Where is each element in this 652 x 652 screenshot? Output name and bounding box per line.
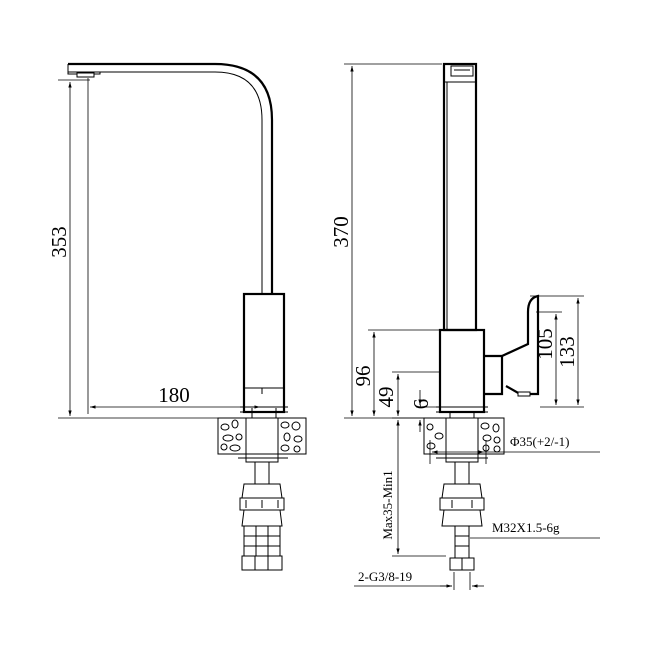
side-deck — [423, 417, 505, 463]
dim-side-96: 96 — [351, 366, 375, 387]
dim-thread: M32X1.5-6g — [492, 520, 560, 535]
side-spout — [442, 62, 478, 332]
dim-front-height: 353 — [47, 226, 71, 258]
front-deck — [217, 417, 307, 463]
dim-side-6: 6 — [409, 399, 433, 410]
dim-front-reach: 180 — [158, 383, 190, 407]
dim-side-105: 105 — [533, 328, 557, 360]
dim-side-49: 49 — [374, 387, 398, 408]
side-dimensions: 370 96 49 6 105 133 — [329, 63, 600, 590]
side-body — [436, 328, 488, 418]
dim-hole-diameter: Φ35(+2/-1) — [510, 434, 569, 449]
front-spout — [67, 62, 274, 294]
side-hoses — [439, 461, 485, 571]
dim-hoses: 2-G3/8-19 — [358, 569, 412, 584]
side-view: 370 96 49 6 105 133 — [329, 62, 600, 590]
front-dimensions: 353 180 — [47, 78, 260, 419]
side-handle — [484, 294, 540, 397]
front-view: 353 180 — [47, 62, 307, 571]
dim-side-height: 370 — [329, 216, 353, 248]
dim-side-133: 133 — [555, 336, 579, 368]
front-hoses — [239, 461, 285, 571]
dim-deck-thickness: Max35-Min1 — [380, 470, 395, 539]
front-body — [240, 292, 288, 418]
